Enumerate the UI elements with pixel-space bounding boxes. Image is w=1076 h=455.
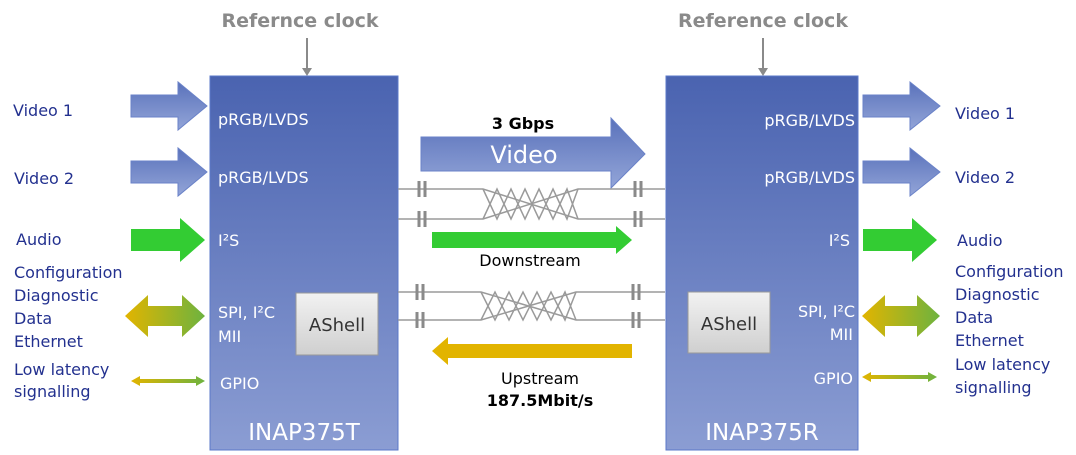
left-port-i2s: I²S (218, 231, 239, 250)
upstream-arrow (432, 337, 632, 365)
downstream-cable (398, 181, 665, 227)
video2-out-arrow (862, 146, 941, 198)
downstream-label: Downstream (479, 251, 580, 270)
link-rate-label: 3 Gbps (492, 114, 554, 133)
video1-in-arrow (130, 80, 208, 132)
left-clock-arrowhead (302, 68, 312, 76)
config-label: Configuration (14, 263, 123, 282)
video2-label-right: Video 2 (955, 168, 1015, 187)
data-label-right: Data (955, 308, 993, 327)
upstream-cable (398, 284, 665, 328)
right-port-video1: pRGB/LVDS (764, 111, 855, 130)
right-clock-arrowhead (758, 68, 768, 76)
left-port-gpio: GPIO (220, 374, 259, 393)
right-chip-name: INAP375R (705, 420, 818, 446)
upstream-label: Upstream (501, 369, 579, 388)
signalling-label-right: signalling (955, 378, 1032, 397)
video1-label: Video 1 (13, 101, 73, 120)
audio-in-arrow (131, 218, 205, 262)
video-link-arrow (420, 116, 646, 190)
right-chip (665, 75, 859, 451)
right-ashell-label: AShell (701, 314, 757, 335)
video2-in-arrow (130, 146, 208, 198)
left-clock-label: Refernce clock (221, 10, 378, 32)
diagnostic-label: Diagnostic (14, 286, 99, 305)
right-port-video2: pRGB/LVDS (764, 168, 855, 187)
right-port-i2s: I²S (829, 231, 850, 250)
config-bidir-arrow-right (862, 295, 940, 337)
left-port-video2: pRGB/LVDS (218, 168, 309, 187)
data-label: Data (14, 309, 52, 328)
left-port-spi: SPI, I²C (218, 303, 275, 322)
lowlat-label: Low latency (14, 360, 109, 379)
left-port-mii: MII (218, 327, 241, 346)
ethernet-label-right: Ethernet (955, 331, 1024, 350)
right-port-gpio: GPIO (814, 369, 853, 388)
right-port-mii: MII (830, 325, 853, 344)
audio-label: Audio (16, 230, 61, 249)
downstream-arrow (432, 226, 632, 254)
config-bidir-arrow (125, 295, 205, 337)
gpio-bidir-arrow-right (862, 372, 937, 382)
diagnostic-label-right: Diagnostic (955, 285, 1040, 304)
upstream-rate-label: 187.5Mbit/s (487, 391, 593, 410)
config-label-right: Configuration (955, 262, 1064, 281)
video1-out-arrow (862, 80, 941, 132)
lowlat-label-right: Low latency (955, 355, 1050, 374)
ethernet-label: Ethernet (14, 332, 83, 351)
video-link-label: Video (490, 141, 557, 169)
gpio-bidir-arrow (131, 376, 205, 386)
audio-out-arrow (863, 218, 937, 262)
right-clock-label: Reference clock (678, 10, 848, 32)
right-port-spi: SPI, I²C (798, 302, 855, 321)
audio-label-right: Audio (957, 231, 1002, 250)
left-chip-name: INAP375T (248, 420, 360, 446)
left-chip (209, 75, 399, 451)
right-ashell-block (687, 291, 771, 354)
video1-label-right: Video 1 (955, 104, 1015, 123)
left-ashell-label: AShell (309, 315, 365, 336)
video2-label: Video 2 (14, 169, 74, 188)
left-ashell-block (295, 292, 379, 356)
signalling-label: signalling (14, 382, 91, 401)
left-port-video1: pRGB/LVDS (218, 110, 309, 129)
